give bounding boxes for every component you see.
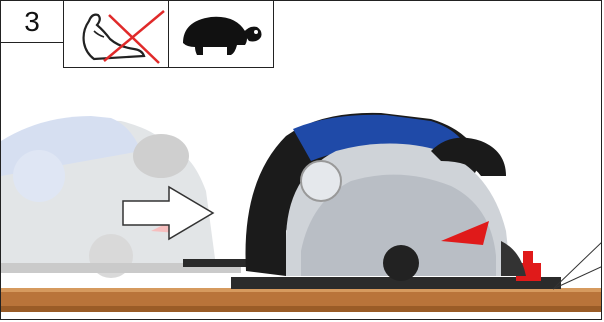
step-number: 3 xyxy=(1,1,64,43)
slow-speed-icon-box xyxy=(168,1,274,68)
circular-saw xyxy=(183,113,561,289)
saw-cutting-illustration xyxy=(1,61,602,320)
no-force-icon-box xyxy=(63,1,169,68)
ghost-saw xyxy=(1,116,241,278)
turtle-icon xyxy=(169,1,275,68)
flexed-arm-crossed-out-icon xyxy=(64,1,170,68)
